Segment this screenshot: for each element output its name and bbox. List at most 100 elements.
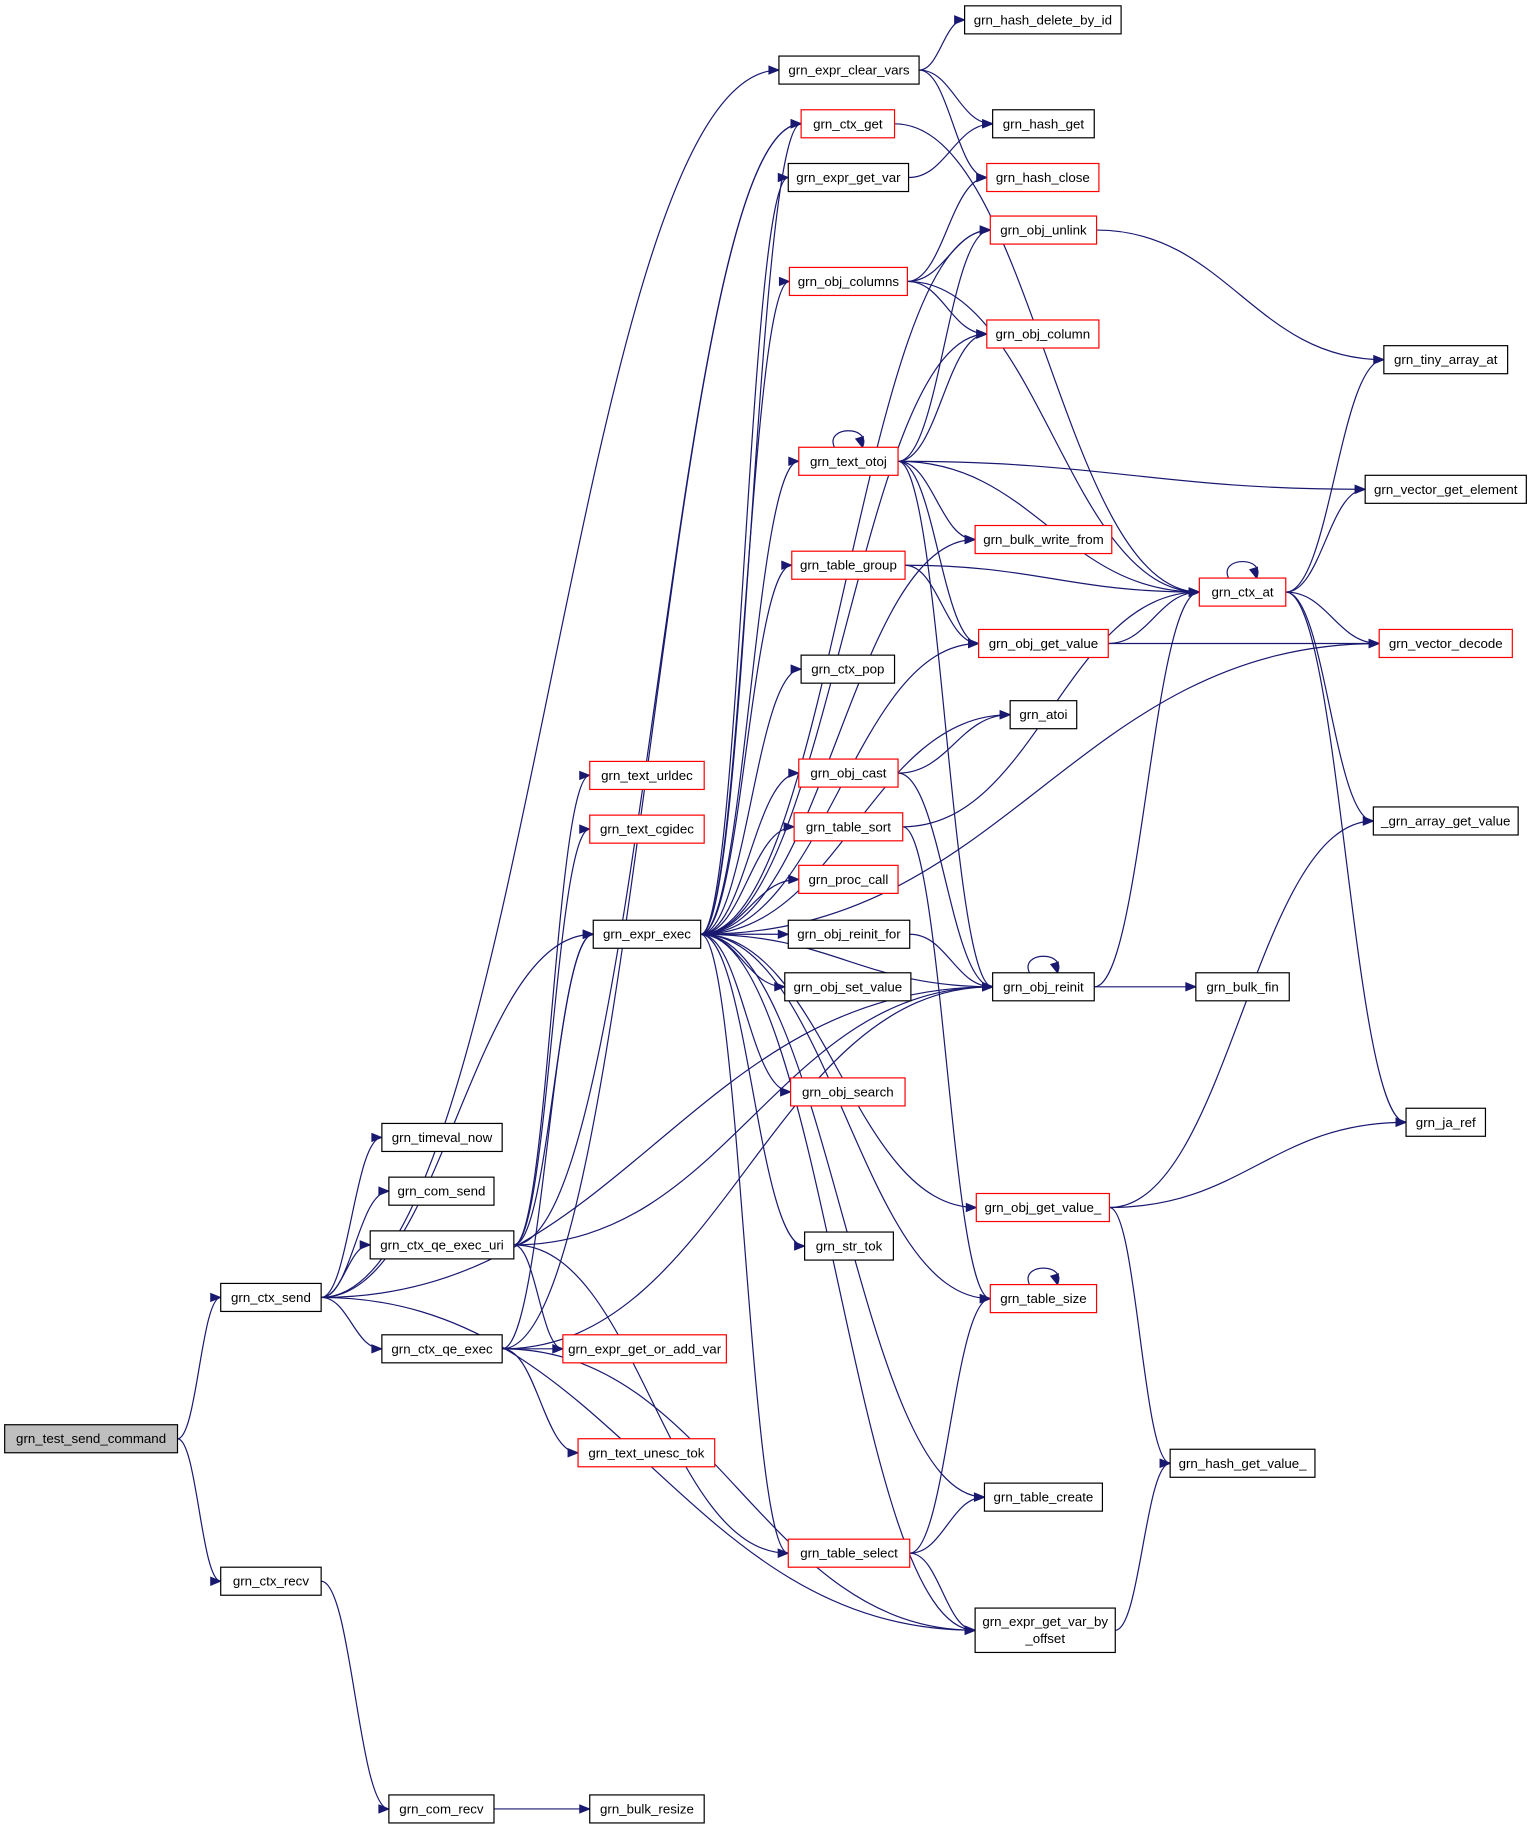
node-com-recv[interactable]: grn_com_recv — [388, 1794, 495, 1824]
arrowhead — [371, 1344, 384, 1354]
node-ctx-at[interactable]: grn_ctx_at — [1198, 577, 1287, 607]
node-str-tok[interactable]: grn_str_tok — [804, 1231, 894, 1261]
node-obj-get-value-[interactable]: grn_obj_get_value_ — [975, 1192, 1111, 1223]
arrowhead — [964, 534, 977, 545]
edge-layer — [177, 15, 1408, 1814]
node-text-otoj[interactable]: grn_text_otoj — [798, 446, 899, 476]
edge-text_otoj-to-vector_get_element — [898, 460, 1367, 495]
node-obj-reinit[interactable]: grn_obj_reinit — [992, 972, 1095, 1002]
edge-line — [1109, 1206, 1171, 1464]
node-hash-get-value-[interactable]: grn_hash_get_value_ — [1169, 1448, 1316, 1478]
node-label: grn_vector_get_element — [1374, 482, 1518, 497]
edge-table_group-to-ctx_at — [905, 564, 1201, 597]
edge-line — [502, 986, 993, 1350]
node-vector-decode[interactable]: grn_vector_decode — [1378, 628, 1513, 659]
node-obj-columns[interactable]: grn_obj_columns — [788, 266, 908, 297]
edge-line — [1115, 1462, 1171, 1631]
node-hash-delete-by-id[interactable]: grn_hash_delete_by_id — [964, 5, 1122, 35]
node-tiny-array-at[interactable]: grn_tiny_array_at — [1383, 345, 1509, 375]
node-label: grn_text_cgidec — [600, 822, 694, 837]
node-ctx-recv[interactable]: grn_ctx_recv — [220, 1566, 322, 1596]
node-expr-get-var[interactable]: grn_expr_get_var — [787, 162, 910, 193]
node-obj-set-value[interactable]: grn_obj_set_value — [784, 972, 912, 1002]
edge-text_otoj-to-obj_get_value — [897, 460, 980, 649]
node-obj-cast[interactable]: grn_obj_cast — [798, 758, 899, 788]
node-ctx-send[interactable]: grn_ctx_send — [220, 1282, 322, 1313]
node-ctx-pop[interactable]: grn_ctx_pop — [800, 654, 896, 684]
node-table-size[interactable]: grn_table_size — [989, 1283, 1098, 1314]
edge-line — [700, 280, 790, 935]
node-com-send[interactable]: grn_com_send — [388, 1176, 495, 1206]
node-box — [220, 1282, 322, 1313]
edge-qe_exec-to-ctx_get — [502, 119, 803, 1350]
node-table-create[interactable]: grn_table_create — [983, 1482, 1104, 1512]
edge-line — [898, 772, 993, 988]
edge-line — [320, 1580, 390, 1810]
node-table-sort[interactable]: grn_table_sort — [793, 812, 904, 842]
arrowhead — [976, 172, 989, 183]
arrowhead — [1049, 1273, 1059, 1286]
edge-line — [1285, 591, 1407, 1123]
node-expr-exec[interactable]: grn_expr_exec — [592, 919, 702, 949]
node-label: grn_table_sort — [806, 819, 891, 834]
node-obj-unlink[interactable]: grn_obj_unlink — [989, 215, 1098, 245]
node-qe-exec[interactable]: grn_ctx_qe_exec — [381, 1334, 503, 1364]
node-bulk-resize[interactable]: grn_bulk_resize — [589, 1794, 705, 1824]
node-hash-get[interactable]: grn_hash_get — [992, 109, 1095, 139]
edge-line — [177, 1296, 221, 1440]
edge-line — [700, 933, 791, 1093]
node-label: grn_test_send_command — [16, 1431, 166, 1446]
node-expr-clear-vars[interactable]: grn_expr_clear_vars — [778, 55, 920, 85]
node-box — [992, 109, 1095, 139]
node-table-group[interactable]: grn_table_group — [791, 550, 906, 580]
node-box — [381, 1122, 503, 1153]
node-label: grn_obj_search — [802, 1084, 894, 1099]
node-label: grn_obj_get_value_ — [984, 1200, 1101, 1215]
node-qe-exec-uri[interactable]: grn_ctx_qe_exec_uri — [369, 1230, 515, 1260]
node-hash-close[interactable]: grn_hash_close — [986, 162, 1100, 193]
edge-text_otoj-to-bulk_write_from — [898, 460, 977, 545]
node-table-select[interactable]: grn_table_select — [787, 1538, 911, 1568]
node-array-get-value[interactable]: _grn_array_get_value — [1372, 806, 1519, 836]
edge-line — [909, 1552, 976, 1631]
node-box — [978, 628, 1109, 659]
node-box — [986, 319, 1100, 349]
edge-line — [502, 933, 594, 1350]
node-obj-column[interactable]: grn_obj_column — [986, 319, 1100, 349]
edge-line — [321, 1244, 371, 1299]
edge-obj_get_value_-to-hash_get_value_ — [1109, 1206, 1172, 1469]
node-timeval-now[interactable]: grn_timeval_now — [381, 1122, 503, 1153]
node-test-send-command[interactable]: grn_test_send_command — [4, 1424, 179, 1454]
edge-line — [700, 668, 802, 935]
node-proc-call[interactable]: grn_proc_call — [798, 864, 899, 894]
edge-line — [700, 933, 805, 1247]
node-box — [1364, 474, 1527, 504]
node-ja-ref[interactable]: grn_ja_ref — [1405, 1107, 1487, 1137]
edge-line — [700, 933, 977, 1209]
arrowhead — [777, 1548, 790, 1558]
node-label: grn_table_group — [800, 558, 897, 573]
node-unesc-tok[interactable]: grn_text_unesc_tok — [577, 1438, 716, 1468]
node-obj-get-value[interactable]: grn_obj_get_value — [978, 628, 1109, 659]
node-box — [983, 1482, 1104, 1512]
edge-qe_exec_uri-to-table_select — [513, 1244, 790, 1558]
node-get-var-by-offset[interactable]: grn_expr_get_var_by_offset — [974, 1607, 1116, 1654]
node-obj-search[interactable]: grn_obj_search — [790, 1077, 906, 1107]
edge-obj_get_value-to-ctx_at — [1108, 587, 1201, 645]
edge-line — [502, 1348, 976, 1631]
node-text-cgidec[interactable]: grn_text_cgidec — [589, 814, 705, 844]
node-vector-get-element[interactable]: grn_vector_get_element — [1364, 474, 1527, 504]
edge-line — [321, 986, 993, 1299]
node-ctx-get[interactable]: grn_ctx_get — [800, 109, 896, 139]
node-atoi[interactable]: grn_atoi — [1009, 700, 1078, 730]
node-bulk-write-from[interactable]: grn_bulk_write_from — [974, 524, 1113, 555]
node-label: grn_timeval_now — [392, 1130, 493, 1145]
node-obj-reinit-for[interactable]: grn_obj_reinit_for — [787, 919, 911, 949]
node-text-urldec[interactable]: grn_text_urldec — [589, 760, 705, 791]
edge-obj_columns-to-hash_close — [907, 172, 989, 283]
node-box — [1372, 806, 1519, 836]
edge-line — [907, 280, 987, 335]
node-bulk-fin[interactable]: grn_bulk_fin — [1195, 972, 1290, 1002]
node-get-or-add-var[interactable]: grn_expr_get_or_add_var — [562, 1334, 727, 1364]
edge-line — [502, 1348, 579, 1454]
